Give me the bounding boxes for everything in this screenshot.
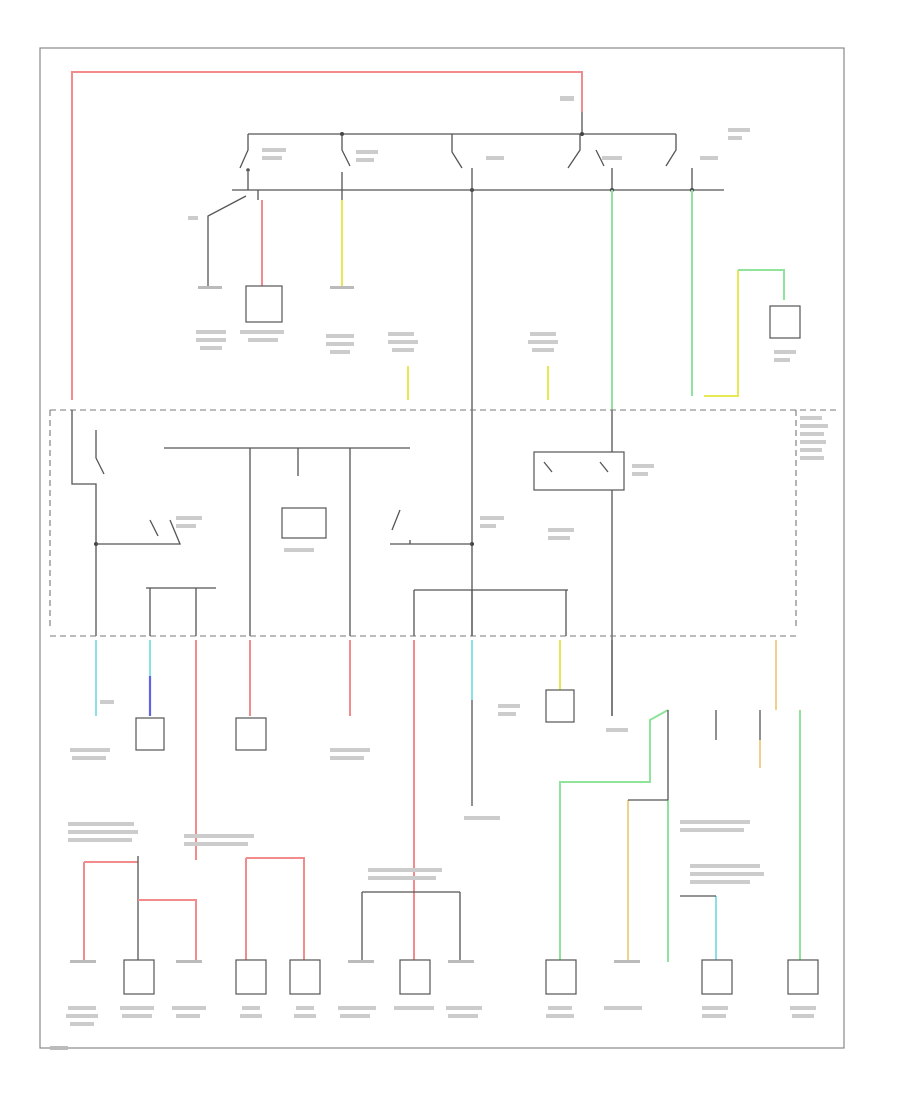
top-switch-2	[341, 134, 378, 190]
drop-cyan-left	[70, 640, 110, 760]
drop-right-black	[606, 640, 628, 732]
right-relay-box	[533, 451, 654, 540]
top-fuse-label	[560, 96, 574, 101]
battery-feed-wire	[71, 71, 583, 400]
bottom-left-bus	[83, 856, 461, 962]
top-switch-4	[567, 134, 622, 190]
bottom-labels	[66, 1006, 816, 1026]
side-connector-line	[49, 410, 828, 630]
lower-fuse-group-right	[413, 589, 568, 636]
drop-cyan-center	[471, 640, 520, 806]
top-relay-box-label	[728, 128, 750, 140]
drop-blue	[135, 640, 165, 751]
drop-3-yellow	[326, 190, 354, 354]
figure-id	[50, 1046, 68, 1050]
drop-1	[188, 195, 247, 350]
drop-red-3	[330, 640, 370, 760]
top-switch-5	[665, 134, 718, 190]
drop-red-2	[235, 640, 267, 751]
bottom-components	[70, 959, 819, 995]
left-fuse-relay	[71, 410, 202, 636]
right-drop	[691, 190, 801, 397]
sensor-label-left	[388, 332, 418, 400]
middle-fuse-bus	[164, 447, 410, 636]
lower-fuse-group-left	[146, 587, 216, 636]
top-relay-bus	[232, 112, 724, 192]
top-switch-1	[239, 134, 286, 190]
lower-label-smudges	[68, 700, 764, 884]
drop-2-red	[240, 190, 284, 342]
lower-right-cluster	[559, 709, 801, 962]
sensor-label-right	[528, 332, 558, 400]
top-switch-3	[451, 134, 504, 190]
center-column	[470, 190, 474, 636]
drop-yellow-right	[545, 640, 575, 723]
diagram-frame	[39, 47, 845, 1049]
center-relay	[390, 509, 504, 545]
